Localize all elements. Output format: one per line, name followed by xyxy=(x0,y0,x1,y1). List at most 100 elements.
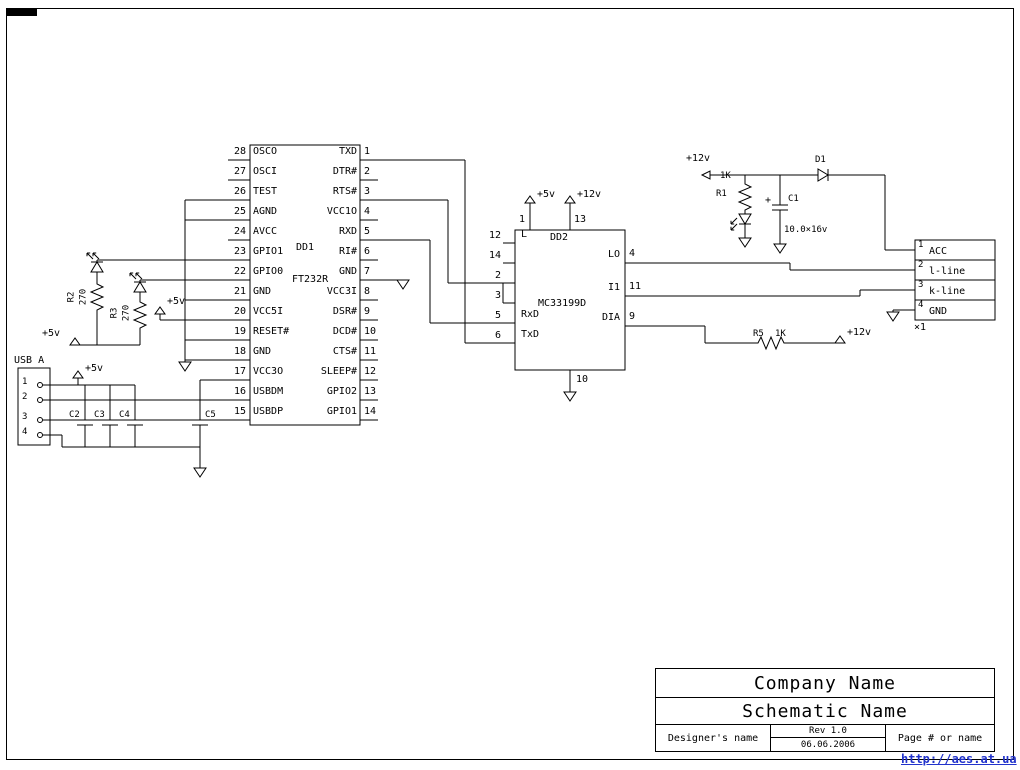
dd1-pin-19-num: 19 xyxy=(233,326,246,337)
usb-contact-2 xyxy=(37,397,43,403)
dd1-pin-8-num: 8 xyxy=(364,286,371,297)
cap-c5-ref: C5 xyxy=(205,410,216,420)
dd2-pin-2-num: 2 xyxy=(494,270,501,281)
dd1-pin-12-name: SLEEP# xyxy=(320,366,357,377)
dd1-pin-22-name: GPIO0 xyxy=(253,266,284,277)
dd2-label-dia: DIA xyxy=(601,312,620,323)
dd1-pin-18-num: 18 xyxy=(233,346,246,357)
dd1-pin-15-num: 15 xyxy=(233,406,246,417)
dd1-pin-22-num: 22 xyxy=(233,266,246,277)
dd1-pin-26-name: TEST xyxy=(253,186,278,197)
dd1-pin-4-name: VCC1O xyxy=(326,206,357,217)
gnd-symbol xyxy=(563,391,577,402)
res-r1-value: 1K xyxy=(720,171,731,181)
cap-c4 xyxy=(126,419,144,426)
res-r5-value: 1K xyxy=(775,329,786,339)
dd1-pin-11-num: 11 xyxy=(364,346,377,357)
x1-pin-4-name: GND xyxy=(929,306,948,317)
dd1-pin-9-num: 9 xyxy=(364,306,371,317)
date: 06.06.2006 xyxy=(800,739,856,750)
pwr-5v-dd2: +5v xyxy=(537,189,556,200)
usb-contact-4 xyxy=(37,432,43,438)
dd1-pin-3-num: 3 xyxy=(364,186,371,197)
dd1-pin-25-name: AGND xyxy=(253,206,278,217)
dd1-pin-2-num: 2 xyxy=(364,166,371,177)
dd1-pin-26-num: 26 xyxy=(233,186,246,197)
dd2-label-txd: TxD xyxy=(521,329,540,340)
x1-pin-4-num: 4 xyxy=(918,300,924,310)
dd1-pin-3-name: RTS# xyxy=(332,186,357,197)
dd1-pin-19-name: RESET# xyxy=(253,326,290,337)
title-block: Company Name Schematic Name Designer's n… xyxy=(655,668,995,752)
resistor-r2 xyxy=(90,281,104,315)
dd1-pin-1-num: 1 xyxy=(364,146,371,157)
res-r3-ref: R3 xyxy=(109,307,120,319)
pwr-12v-dd2: +12v xyxy=(577,189,602,200)
dd1-part: FT232R xyxy=(292,274,329,285)
resistor-r3 xyxy=(133,299,147,333)
wires-mid xyxy=(360,159,571,421)
dd1-pin-18-name: GND xyxy=(253,346,272,357)
gnd-symbol xyxy=(886,311,900,322)
dd1-pin-16-name: USBDM xyxy=(253,386,284,397)
dd1-pin-4-num: 4 xyxy=(364,206,371,217)
dd2-pin-3-num: 3 xyxy=(494,290,501,301)
usb-contact-3 xyxy=(37,417,43,423)
dd2-label-lo: LO xyxy=(607,249,620,260)
schematic-name: Schematic Name xyxy=(656,698,994,725)
usb-pin-3: 3 xyxy=(22,412,28,422)
dd1-pin-6-num: 6 xyxy=(364,246,371,257)
revision: Rev 1.0 xyxy=(771,725,885,738)
dd1-pin-13-name: GPIO2 xyxy=(326,386,357,397)
resistor-r1 xyxy=(738,181,752,215)
gnd-symbol xyxy=(396,279,410,290)
res-r3-value: 270 xyxy=(121,304,132,322)
led-symbol xyxy=(730,213,752,231)
power-arrow-icon xyxy=(69,337,81,346)
dd1-pin-2-name: DTR# xyxy=(332,166,357,177)
watermark-link[interactable]: http://aes.at.ua xyxy=(901,752,1017,766)
dd2-pin-13-num: 13 xyxy=(574,214,587,225)
dd2-part: MC33199D xyxy=(538,298,587,309)
usb-pin-1: 1 xyxy=(22,377,28,387)
dd1-pin-20-num: 20 xyxy=(233,306,246,317)
dd1-pin-1-name: TXD xyxy=(338,146,357,157)
dd2-label-i1: I1 xyxy=(607,282,620,293)
x1-pin-3-name: k-line xyxy=(929,286,966,297)
dd1-ref: DD1 xyxy=(296,242,315,253)
x1-pin-1-num: 1 xyxy=(918,240,924,250)
dd1-pin-25-num: 25 xyxy=(233,206,246,217)
capacitor-c1 xyxy=(771,204,789,211)
cap-c2-ref: C2 xyxy=(69,410,80,420)
gnd-symbol xyxy=(193,467,207,478)
dd1-pin-15-name: USBDP xyxy=(253,406,284,417)
gnd-symbol xyxy=(738,237,752,248)
dd2-label-l: L xyxy=(521,229,528,240)
dd2-label-rxd: RxD xyxy=(521,309,540,320)
wires-right xyxy=(625,174,915,344)
cap-c1-value: 10.0×16v xyxy=(784,225,828,235)
dd1-pin-20-name: VCC5I xyxy=(253,306,284,317)
capacitor-c2 xyxy=(76,419,94,426)
led-symbol xyxy=(129,272,147,293)
power-arrow-icon xyxy=(72,370,84,379)
dd1-pin-16-num: 16 xyxy=(233,386,246,397)
x1-dividers xyxy=(915,259,995,301)
diode-d1-ref: D1 xyxy=(815,155,826,165)
dd1-pin-24-num: 24 xyxy=(233,226,246,237)
cap-c3-ref: C3 xyxy=(94,410,105,420)
dd2-pin-10-num: 10 xyxy=(576,374,589,385)
pwr-5v-usb: +5v xyxy=(85,363,104,374)
dd1-pin-23-num: 23 xyxy=(233,246,246,257)
dd2-ref: DD2 xyxy=(550,232,569,243)
dd1-outline xyxy=(249,144,361,426)
res-r2-value: 270 xyxy=(78,288,89,306)
dd1-pin-21-name: GND xyxy=(253,286,272,297)
dd2-pin-6-num: 6 xyxy=(494,330,501,341)
dd2-pin-5-num: 5 xyxy=(494,310,501,321)
pwr-5v-vcc5i: +5v xyxy=(167,296,186,307)
dd1-pin-21-num: 21 xyxy=(233,286,246,297)
pwr-12v-r5: +12v xyxy=(847,327,872,338)
usb-pin-2: 2 xyxy=(22,392,28,402)
